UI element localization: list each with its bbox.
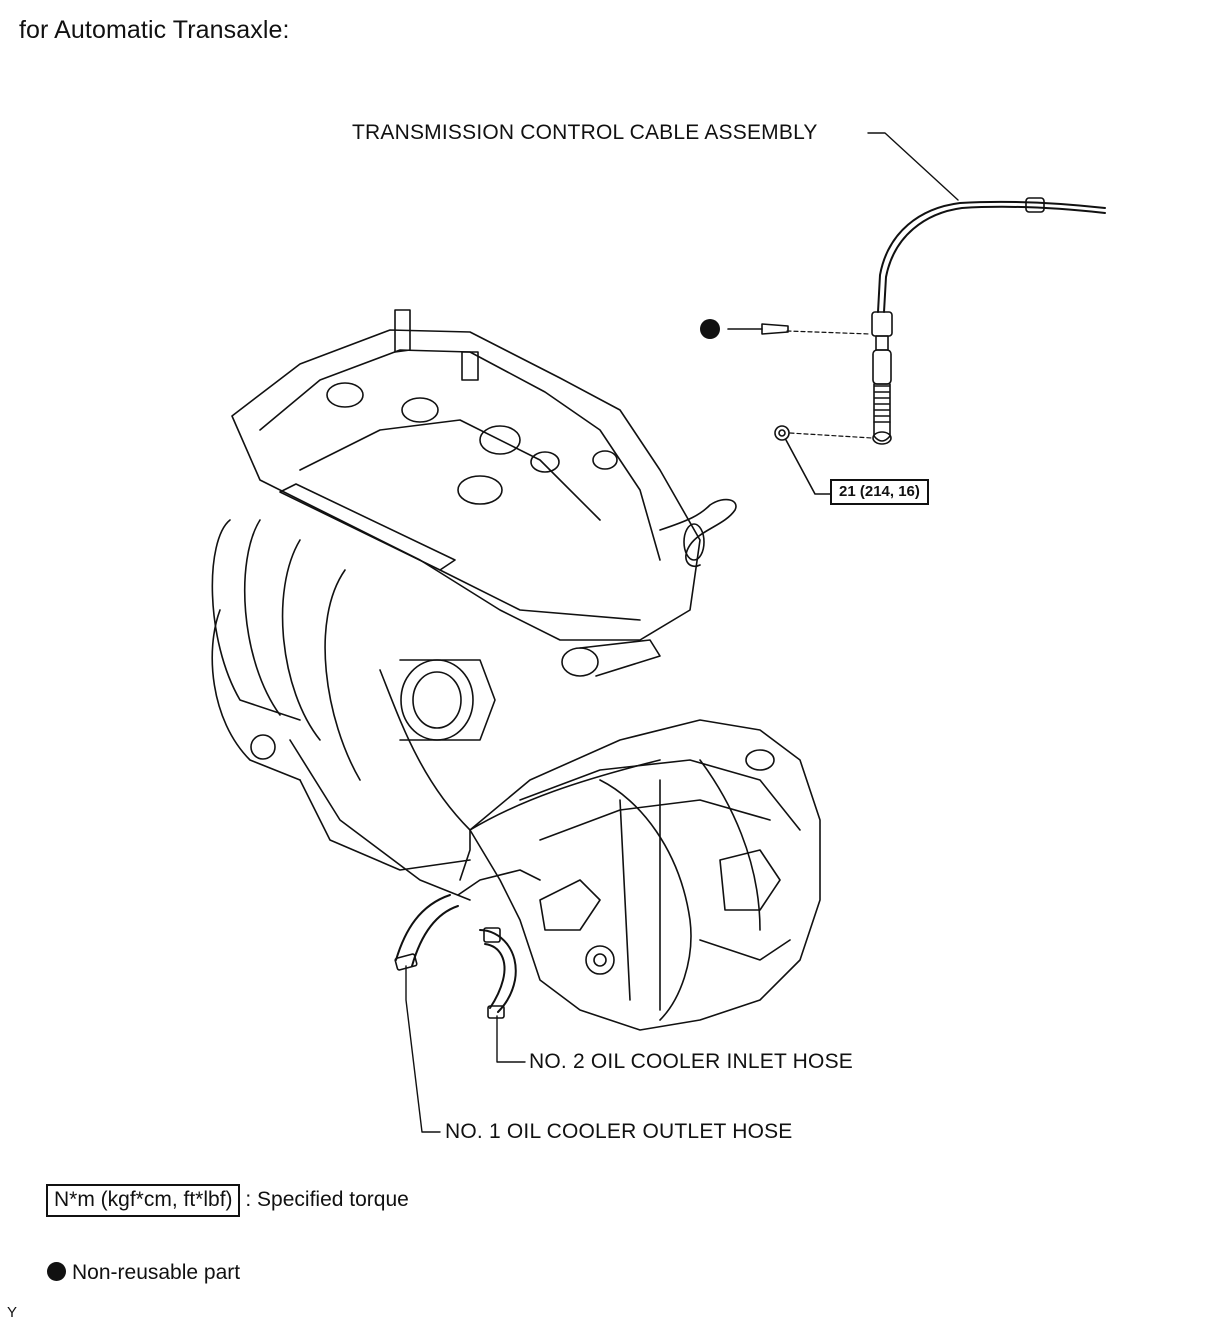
- nonreusable-dot-icon: [47, 1262, 66, 1281]
- legend-torque-box: N*m (kgf*cm, ft*lbf): [46, 1184, 240, 1217]
- transaxle: [469, 719, 821, 1031]
- callout-transmission-control-cable: TRANSMISSION CONTROL CABLE ASSEMBLY: [352, 121, 818, 144]
- page-heading: for Automatic Transaxle:: [19, 16, 290, 44]
- callout-no1-oil-cooler-outlet-hose: NO. 1 OIL COOLER OUTLET HOSE: [445, 1120, 793, 1143]
- engine-block: [211, 309, 737, 901]
- cable-nut: [774, 425, 831, 495]
- legend-nonreusable-label: Non-reusable part: [72, 1261, 241, 1284]
- figure-code: Y: [7, 1304, 18, 1321]
- oil-cooler-hoses: [394, 829, 541, 1019]
- torque-spec-box: 21 (214, 16): [830, 479, 929, 505]
- nonreusable-clip: [700, 319, 789, 339]
- transmission-control-cable: [786, 197, 1106, 445]
- callout-no2-oil-cooler-inlet-hose: NO. 2 OIL COOLER INLET HOSE: [529, 1050, 853, 1073]
- leader-lines: [405, 132, 959, 1133]
- legend-torque-desc: : Specified torque: [245, 1188, 409, 1211]
- legend-torque: N*m (kgf*cm, ft*lbf) : Specified torque: [46, 1184, 409, 1217]
- legend-nonreusable: Non-reusable part: [47, 1261, 240, 1285]
